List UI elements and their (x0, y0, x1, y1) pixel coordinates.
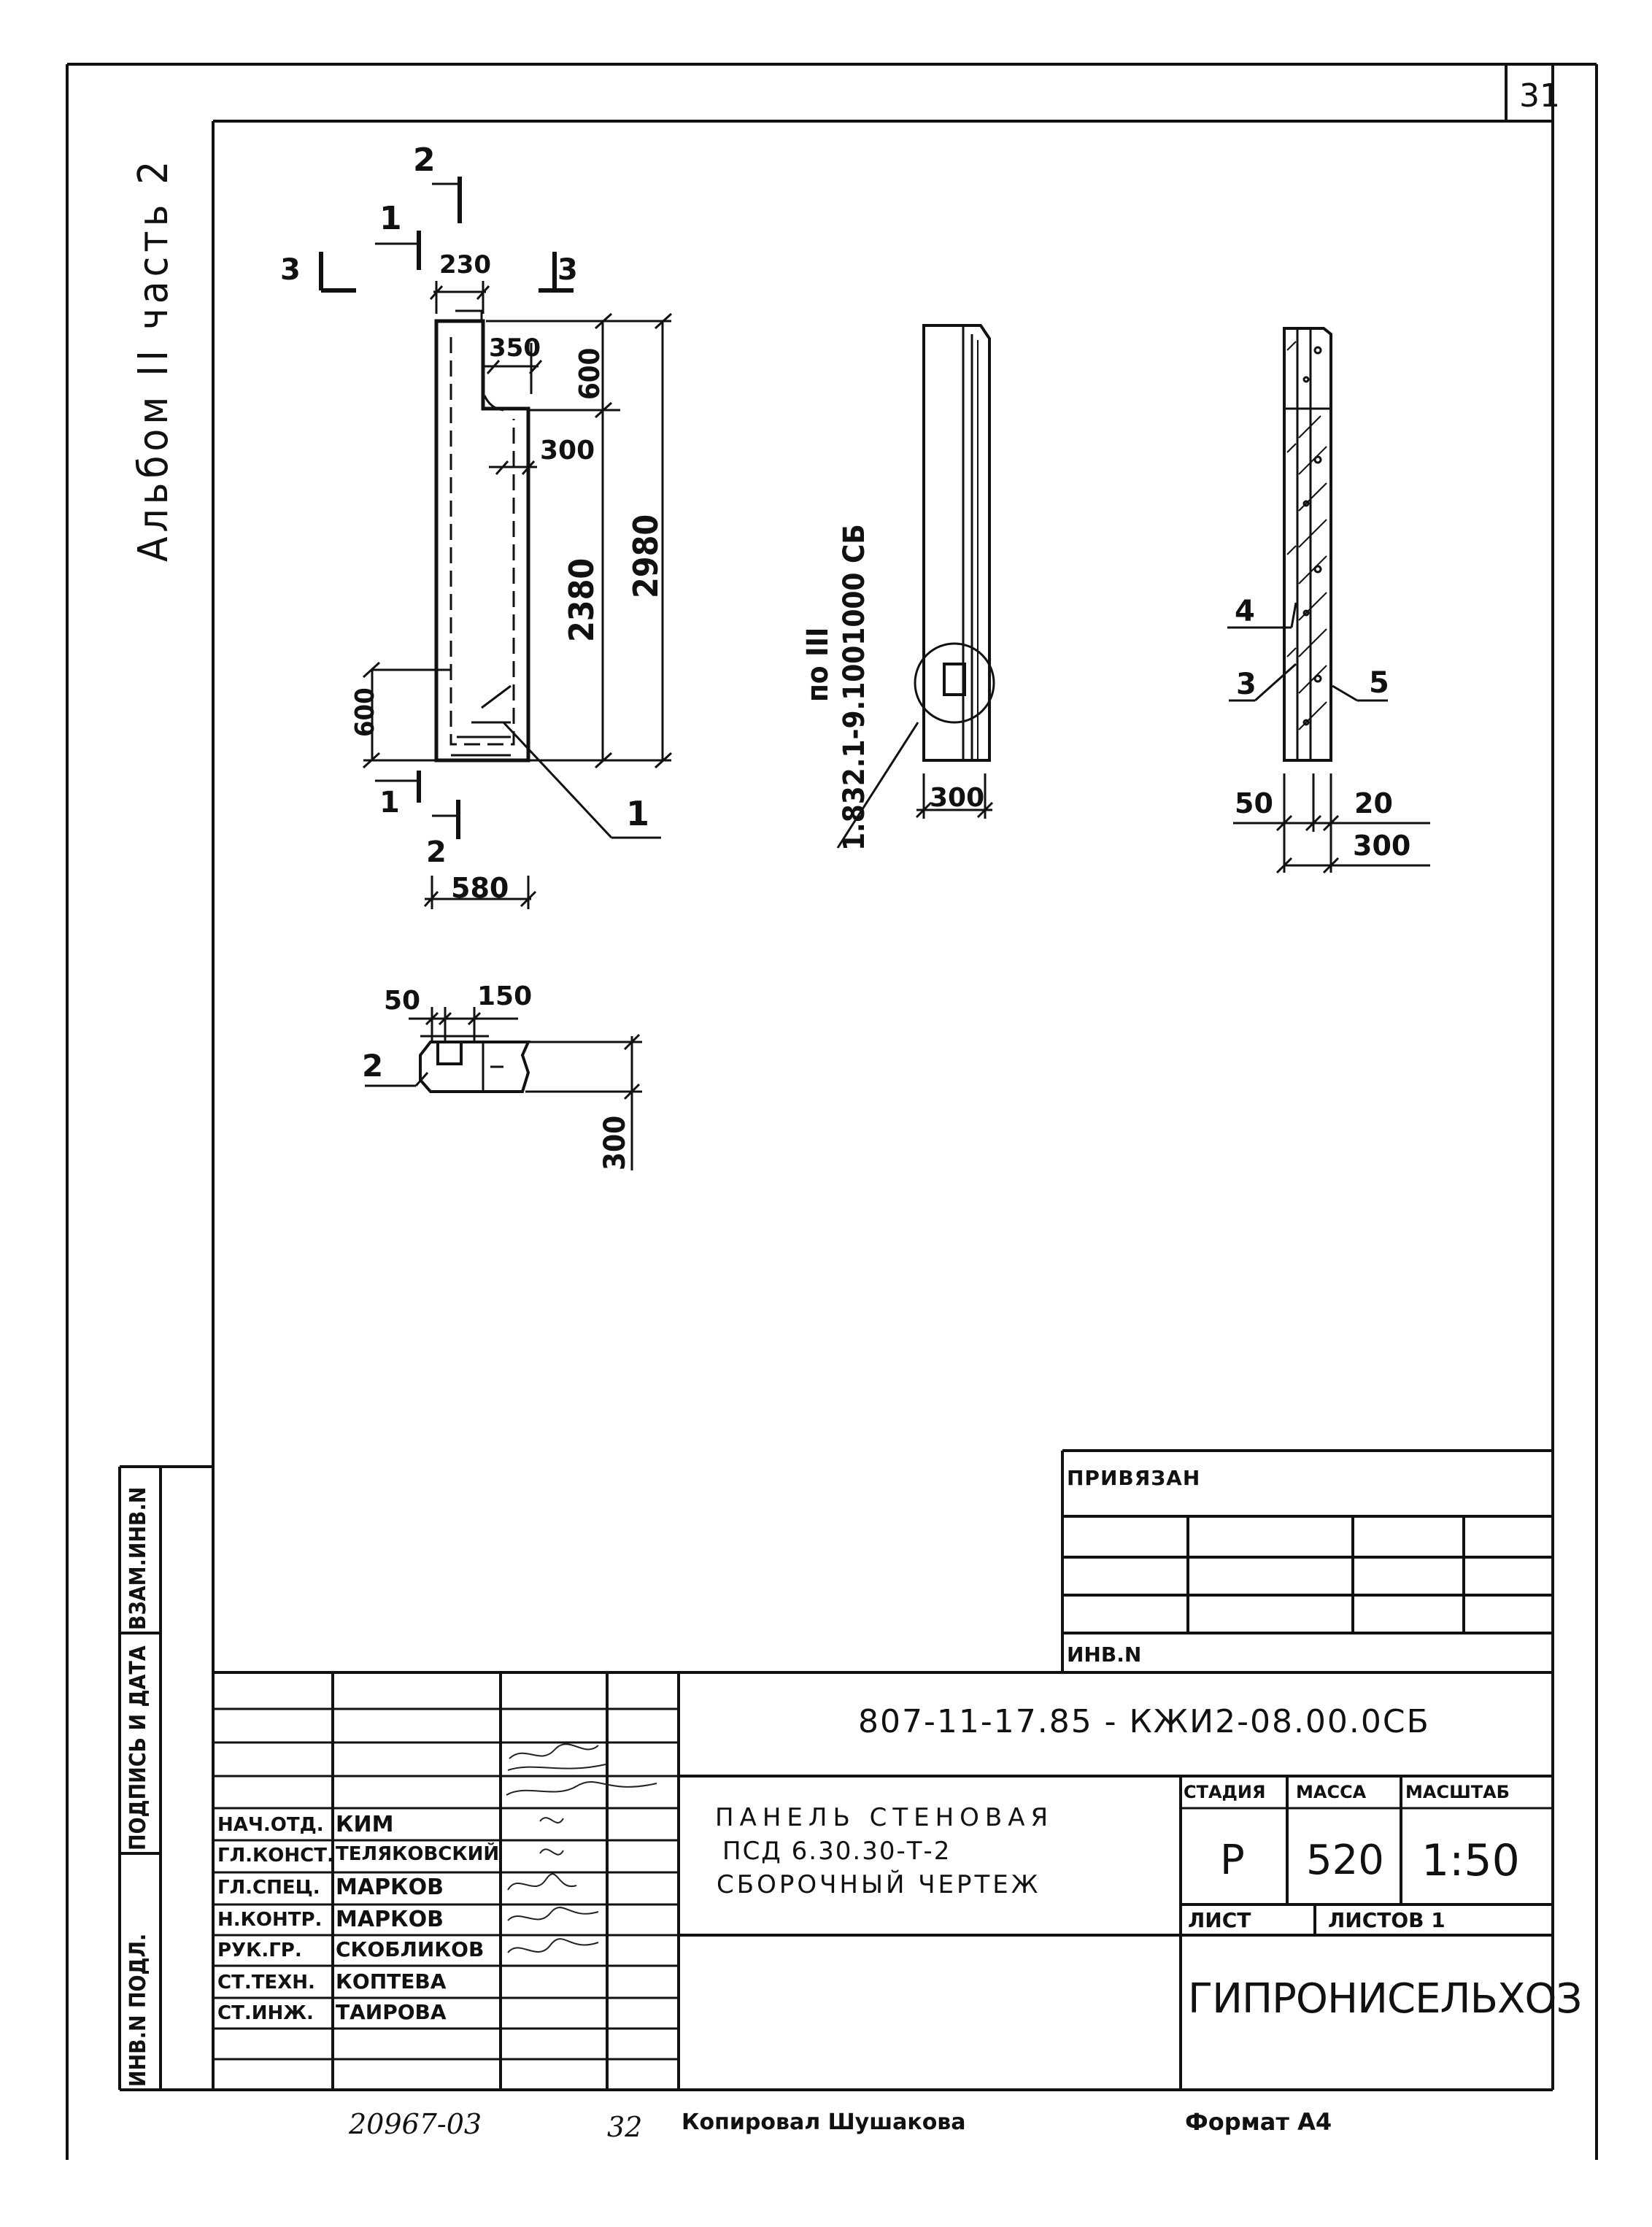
binding-title: ПРИВЯЗАН (1067, 1466, 1201, 1490)
dim-300-inner: 300 (540, 436, 595, 466)
dim-20-section: 20 (1354, 787, 1393, 819)
side-stamp-inv-podl: ИНВ.N ПОДЛ. (126, 1933, 151, 2087)
side-stamp-vzam: ВЗАМ.ИНВ.N (126, 1486, 151, 1630)
dim-150-plan: 150 (477, 981, 533, 1011)
dim-50-plan: 50 (384, 986, 421, 1016)
staff-name: ТАИРОВА (336, 2000, 447, 2024)
scale-header: МАСШТАБ (1405, 1782, 1510, 1802)
drawing-name-line1: ПАНЕЛЬ СТЕНОВАЯ (715, 1803, 1054, 1832)
staff-role: СТ.ИНЖ. (217, 2002, 314, 2024)
staff-name: КИМ (336, 1812, 394, 1837)
mass-value: 520 (1306, 1837, 1384, 1884)
panel-plan-fragment (365, 1007, 642, 1170)
section-mark-2-bottom: 2 (426, 835, 447, 869)
callout-1: 1 (626, 794, 650, 833)
section-mark-3-left: 3 (280, 253, 301, 287)
sheet-number: 31 (1519, 77, 1560, 115)
staff-role: ГЛ.СПЕЦ. (217, 1877, 320, 1899)
panel-elevation (434, 309, 530, 763)
signature-scribbles (506, 1743, 657, 1953)
organization-name: ГИПРОНИСЕЛЬХОЗ (1188, 1975, 1582, 2023)
staff-name: ТЕЛЯКОВСКИЙ (336, 1843, 500, 1865)
drawing-name-line2: ПСД 6.30.30-Т-2 (722, 1837, 952, 1866)
binding-inv-label: ИНВ.N (1067, 1643, 1142, 1667)
title-block-grid (213, 1671, 1553, 2090)
copied-by: Копировал Шушакова (682, 2110, 966, 2135)
album-caption: Альбом II часть 2 (130, 156, 177, 562)
staff-name: СКОБЛИКОВ (336, 1937, 485, 1961)
dim-580: 580 (451, 872, 509, 904)
stage-header: СТАДИЯ (1184, 1782, 1266, 1802)
binding-box (1061, 1449, 1553, 1672)
section-mark-2-top: 2 (413, 142, 436, 179)
stage-value: Р (1220, 1837, 1245, 1884)
drawing-name-line3: СБОРОЧНЫЙ ЧЕРТЕЖ (717, 1870, 1041, 1899)
reference-label: по III (801, 627, 835, 702)
staff-name: МАРКОВ (336, 1907, 444, 1932)
staff-role: НАЧ.ОТД. (217, 1814, 324, 1836)
dim-300-side: 300 (930, 783, 985, 813)
sheets-label: ЛИСТОВ 1 (1328, 1908, 1446, 1932)
dim-600-top: 600 (574, 347, 606, 400)
staff-role: РУК.ГР. (217, 1940, 302, 1961)
panel-side-view (836, 324, 995, 849)
dim-50-section: 50 (1235, 787, 1273, 819)
callout-2: 2 (362, 1048, 384, 1084)
dim-2980: 2980 (626, 514, 665, 598)
dim-300-section: 300 (1353, 830, 1411, 862)
paper-format: Формат А4 (1185, 2108, 1332, 2136)
reference-code: 1.832.1-9.1001000 СБ (838, 524, 871, 851)
section-mark-3-right: 3 (557, 253, 578, 287)
order-number: 20967-03 (349, 2108, 482, 2140)
dim-230: 230 (439, 250, 491, 279)
section-mark-1-bottom: 1 (379, 786, 400, 819)
section-mark-1-top: 1 (379, 200, 402, 237)
page-number: 32 (607, 2111, 643, 2143)
side-stamp-podpis: ПОДПИСЬ И ДАТА (126, 1645, 151, 1850)
callout-4: 4 (1235, 595, 1255, 628)
document-code: 807-11-17.85 - КЖИ2-08.00.0СБ (858, 1703, 1430, 1740)
scale-value: 1:50 (1421, 1835, 1520, 1886)
sheet-label: ЛИСТ (1188, 1908, 1251, 1932)
mass-header: МАССА (1296, 1782, 1367, 1802)
callout-5: 5 (1369, 666, 1389, 700)
panel-section-view (1227, 327, 1430, 874)
side-stamp-grid (118, 1465, 213, 2091)
dim-350: 350 (489, 333, 541, 363)
staff-name: МАРКОВ (336, 1875, 444, 1900)
staff-role: СТ.ТЕХН. (217, 1972, 315, 1994)
staff-role: Н.КОНТР. (217, 1909, 323, 1931)
staff-role: ГЛ.КОНСТ. (217, 1845, 334, 1867)
dim-2380: 2380 (562, 557, 601, 642)
dim-300-plan: 300 (598, 1115, 632, 1170)
dim-600-bottom: 600 (350, 687, 380, 737)
callout-3: 3 (1236, 668, 1257, 701)
staff-name: КОПТЕВА (336, 1969, 447, 1994)
